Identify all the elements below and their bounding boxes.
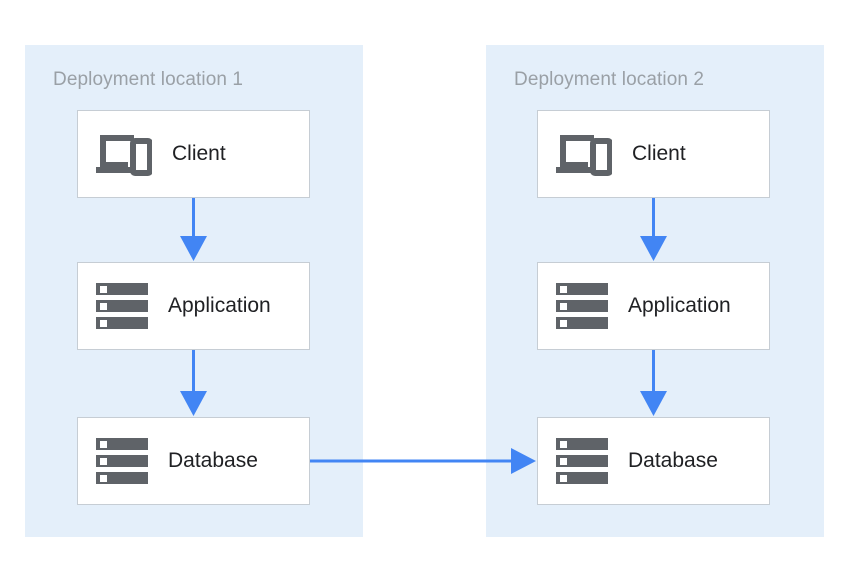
node-application-2-label: Application <box>628 294 731 317</box>
node-database-1[interactable]: Database <box>77 417 310 505</box>
node-database-2[interactable]: Database <box>537 417 770 505</box>
server-icon <box>96 438 148 484</box>
node-client-2-label: Client <box>632 142 686 165</box>
node-application-1[interactable]: Application <box>77 262 310 350</box>
server-icon <box>96 283 148 329</box>
node-client-1[interactable]: Client <box>77 110 310 198</box>
zone-2-label: Deployment location 2 <box>514 69 705 90</box>
server-icon <box>556 283 608 329</box>
node-client-2[interactable]: Client <box>537 110 770 198</box>
zone-1-label: Deployment location 1 <box>53 69 244 90</box>
node-application-2[interactable]: Application <box>537 262 770 350</box>
node-application-1-label: Application <box>168 294 271 317</box>
node-client-1-label: Client <box>172 142 226 165</box>
devices-icon <box>556 131 612 177</box>
node-database-2-label: Database <box>628 449 718 472</box>
server-icon <box>556 438 608 484</box>
devices-icon <box>96 131 152 177</box>
node-database-1-label: Database <box>168 449 258 472</box>
